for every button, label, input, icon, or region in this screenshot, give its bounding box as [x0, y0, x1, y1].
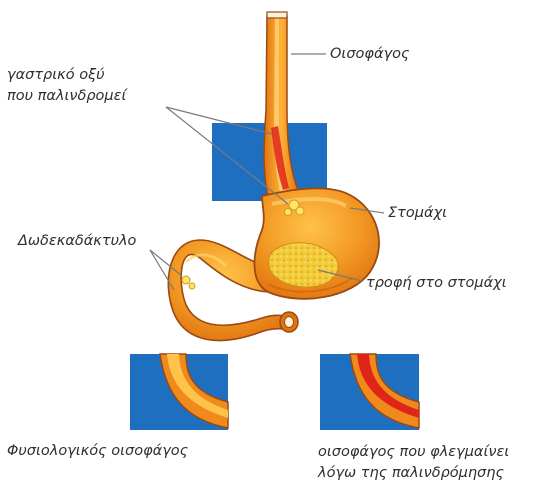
- label-gastric-acid-line2: που παλινδρομεί: [7, 87, 126, 106]
- inset-normal-esophagus: [130, 354, 228, 430]
- label-gastric-acid-line1: γαστρικό οξύ: [7, 66, 105, 85]
- label-food-in-stomach: τροφή στο στομάχι: [366, 274, 507, 293]
- label-inflamed-line1: οισοφάγος που φλεγμαίνει: [318, 443, 509, 462]
- label-normal-esophagus: Φυσιολογικός οισοφάγος: [7, 442, 188, 461]
- label-duodenum: Δωδεκαδάκτυλο: [18, 232, 136, 251]
- label-stomach: Στομάχι: [388, 204, 447, 223]
- label-inflamed-line2: λόγω της παλινδρόμησης: [318, 464, 504, 483]
- inset-inflamed-esophagus: [320, 354, 419, 430]
- label-esophagus: Οισοφάγος: [330, 45, 409, 64]
- duodenum-acid: [182, 276, 195, 289]
